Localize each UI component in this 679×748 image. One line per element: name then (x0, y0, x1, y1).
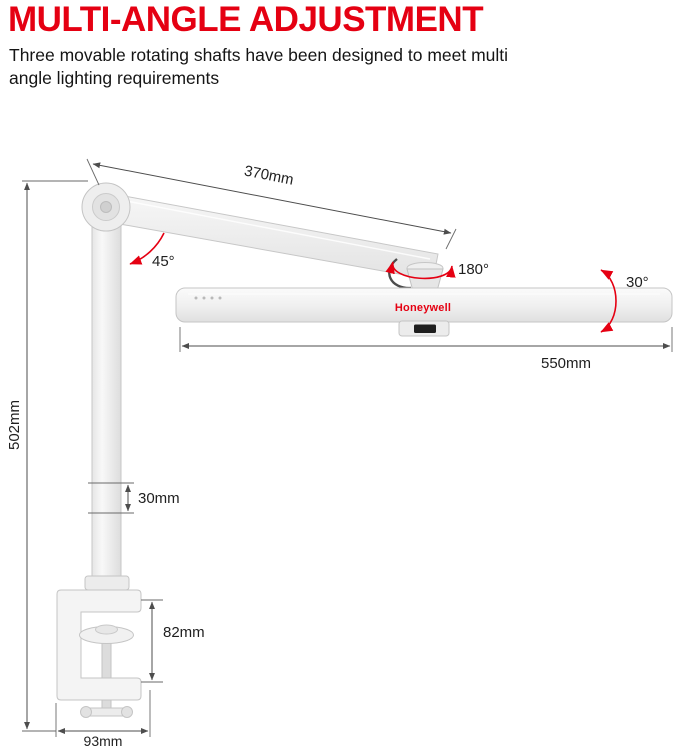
desk-clamp (56, 575, 142, 718)
dim-arm-length-label: 370mm (243, 162, 295, 188)
joint-center (100, 201, 112, 213)
dim-clamp-depth-label: 93mm (84, 733, 123, 748)
lamp-pole (91, 206, 122, 579)
vent-dot (202, 296, 206, 300)
clamp-handle-bar (85, 707, 128, 717)
rotation-head-tilt-label: 30° (626, 274, 649, 291)
page-title: MULTI-ANGLE ADJUSTMENT (8, 0, 484, 39)
rotation-head-swivel-arc (385, 261, 456, 280)
page-subtitle: Three movable rotating shafts have been … (9, 45, 509, 88)
dim-clamp-depth: 93mm (55, 690, 151, 748)
clamp-handle-end-left (80, 706, 92, 718)
dim-arm-ext-left (86, 158, 100, 186)
vent-dot (218, 296, 222, 300)
dim-pole-section-label: 30mm (138, 490, 180, 507)
pole-body (91, 206, 122, 579)
dimension-annotations: 370mm 502mm 550mm 30mm 82mm (6, 158, 673, 748)
lamp-top-joint (81, 182, 131, 232)
rotation-head-swivel: 180° (385, 261, 489, 280)
rotation-elbow-arc (129, 232, 165, 265)
dim-head-length-label: 550mm (541, 355, 591, 372)
infographic-header: MULTI-ANGLE ADJUSTMENT Three movable rot… (0, 0, 678, 90)
dim-pole-height: 502mm (6, 180, 88, 732)
dim-head-length: 550mm (179, 327, 673, 372)
rotation-head-swivel-label: 180° (458, 261, 489, 278)
dim-arm-line (92, 162, 452, 235)
rotation-head-tilt-arc (600, 269, 617, 333)
brand-logo: Honeywell (395, 302, 451, 314)
lamp-head-bar: Honeywell (175, 287, 673, 337)
sensor-screen (414, 324, 436, 333)
rotation-elbow: 45° (129, 232, 175, 270)
clamp-body (56, 589, 142, 701)
lamp-illustration: Honeywell (56, 182, 673, 718)
dim-pole-height-label: 502mm (6, 400, 23, 450)
dim-pole-section: 30mm (88, 482, 180, 514)
clamp-flange (84, 575, 130, 591)
dim-clamp-height-label: 82mm (163, 624, 205, 641)
rotation-head-tilt: 30° (600, 269, 649, 333)
vent-dot (210, 296, 214, 300)
clamp-pad-cap (95, 624, 118, 635)
clamp-handle-end-right (121, 706, 133, 718)
vent-dot (194, 296, 198, 300)
dim-arm-ext-right (445, 228, 457, 250)
rotation-elbow-label: 45° (152, 253, 175, 270)
rotation-annotations: 45° 180° 30° (129, 232, 649, 333)
dim-clamp-height: 82mm (141, 599, 205, 683)
